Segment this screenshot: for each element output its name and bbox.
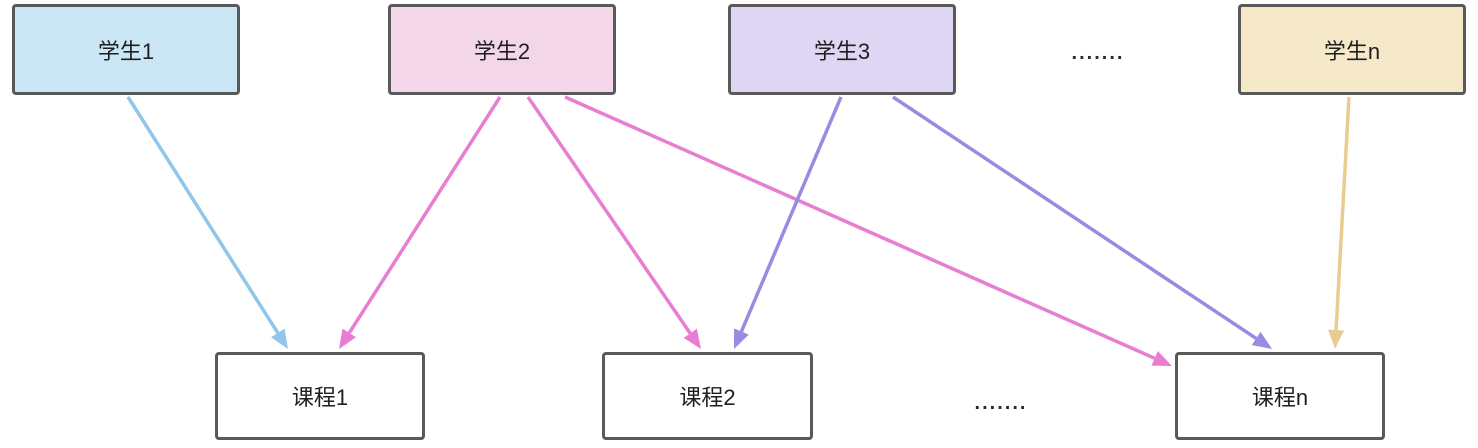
node-student2-label: 学生2 (473, 38, 531, 64)
edge-student1-course1 (126, 96, 280, 334)
node-student3-label: 学生3 (813, 38, 871, 64)
edge-student2-course1-arrowhead (339, 328, 356, 349)
node-course1: 课程1 (215, 352, 425, 440)
node-student2: 学生2 (388, 4, 616, 95)
edge-student3-course2 (739, 96, 843, 333)
edge-student3-course2-arrowhead (734, 328, 749, 349)
node-course1-label: 课程1 (291, 385, 349, 410)
node-coursen-label: 课程n (1251, 385, 1309, 410)
edge-student1-course1-arrowhead (271, 328, 288, 349)
edge-student2-coursen-arrowhead (1151, 350, 1172, 366)
edge-studentn-coursen (1334, 96, 1351, 331)
node-coursen: 课程n (1175, 352, 1385, 440)
node-student3: 学生3 (728, 4, 956, 95)
edge-student2-coursen (564, 95, 1156, 360)
edge-studentn-coursen-arrowhead (1328, 329, 1345, 349)
ellipsis-bottom: ....... (974, 392, 1028, 414)
ellipsis-top: ....... (1071, 42, 1125, 64)
node-student1-label: 学生1 (97, 38, 155, 64)
node-course2-label: 课程2 (679, 385, 736, 410)
node-course2: 课程2 (602, 352, 813, 440)
node-student1: 学生1 (12, 4, 240, 95)
edge-student2-course2 (526, 96, 692, 335)
node-studentn-label: 学生n (1323, 38, 1381, 64)
node-studentn: 学生n (1238, 4, 1466, 95)
edge-student3-coursen (892, 95, 1258, 340)
edge-student3-coursen-arrowhead (1251, 331, 1272, 349)
edge-student2-course2-arrowhead (683, 328, 701, 349)
edge-student2-course1 (347, 96, 502, 334)
